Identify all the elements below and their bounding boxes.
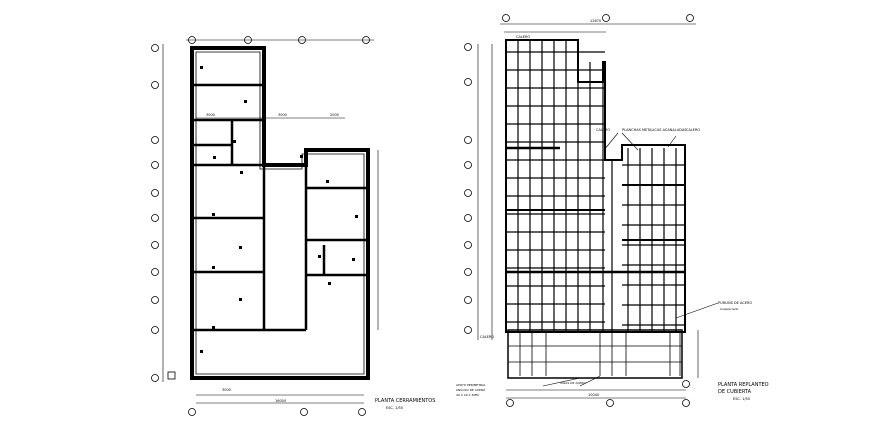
label-apoyo: APOYO PERIMETRAL bbox=[456, 383, 486, 387]
floor-plan-cerramientos bbox=[190, 46, 370, 380]
outer-wall-outline bbox=[190, 46, 370, 380]
left-dim-top-2: 3000 bbox=[278, 113, 287, 117]
left-dim-top-1: 3000 bbox=[206, 113, 215, 117]
label-planchas: PLANCHAS METALICAS ACANALADAS bbox=[622, 128, 687, 132]
column-marker bbox=[167, 371, 176, 380]
right-dim-top: 12870 bbox=[590, 19, 601, 23]
label-apoyo-sub2: 40 X 40 X 3MM bbox=[456, 393, 479, 397]
left-dimension-lines bbox=[162, 39, 379, 404]
roof-purlin-grid bbox=[506, 40, 685, 376]
right-plan-title-2: DE CUBIERTA bbox=[718, 389, 752, 395]
right-plan-scale: ESC. 1/50 bbox=[733, 397, 750, 401]
label-calero-mid: CALERO bbox=[596, 128, 610, 132]
interior-walls bbox=[192, 83, 368, 332]
label-purlins-sub: C/espaciado bbox=[720, 307, 738, 311]
label-calero-bottom: CALERO bbox=[480, 335, 494, 339]
left-plan-scale: ESC. 1/50 bbox=[386, 406, 403, 410]
left-axis-bubbles-side bbox=[151, 44, 159, 382]
left-dim-top-3: 2000 bbox=[330, 113, 339, 117]
left-plan-title: PLANTA CERRAMIENTOS bbox=[375, 398, 435, 404]
right-dimension-lines bbox=[477, 23, 699, 399]
left-room-tags bbox=[200, 66, 358, 353]
label-purlins: PURLINS DE ACERO bbox=[718, 301, 752, 305]
left-dim-partial: 3000 bbox=[222, 388, 231, 392]
label-apoyo-sub: ANGULO DE ACERO bbox=[456, 388, 486, 392]
left-dim-bottom: 16000 bbox=[275, 399, 286, 403]
right-axis-bubbles bbox=[464, 14, 694, 407]
label-calero-right: CALERO bbox=[686, 128, 700, 132]
left-axis-bubbles-top bbox=[188, 36, 370, 416]
leader-lines bbox=[542, 132, 719, 387]
wall-inner-lines bbox=[195, 51, 365, 375]
right-plan-title-1: PLANTA REPLANTEO bbox=[718, 382, 769, 388]
label-vigas: VIGAS DE ACERO bbox=[560, 381, 586, 385]
label-calero-top: CALERO bbox=[516, 35, 530, 39]
right-dim-bottom: 10040 bbox=[588, 393, 599, 397]
